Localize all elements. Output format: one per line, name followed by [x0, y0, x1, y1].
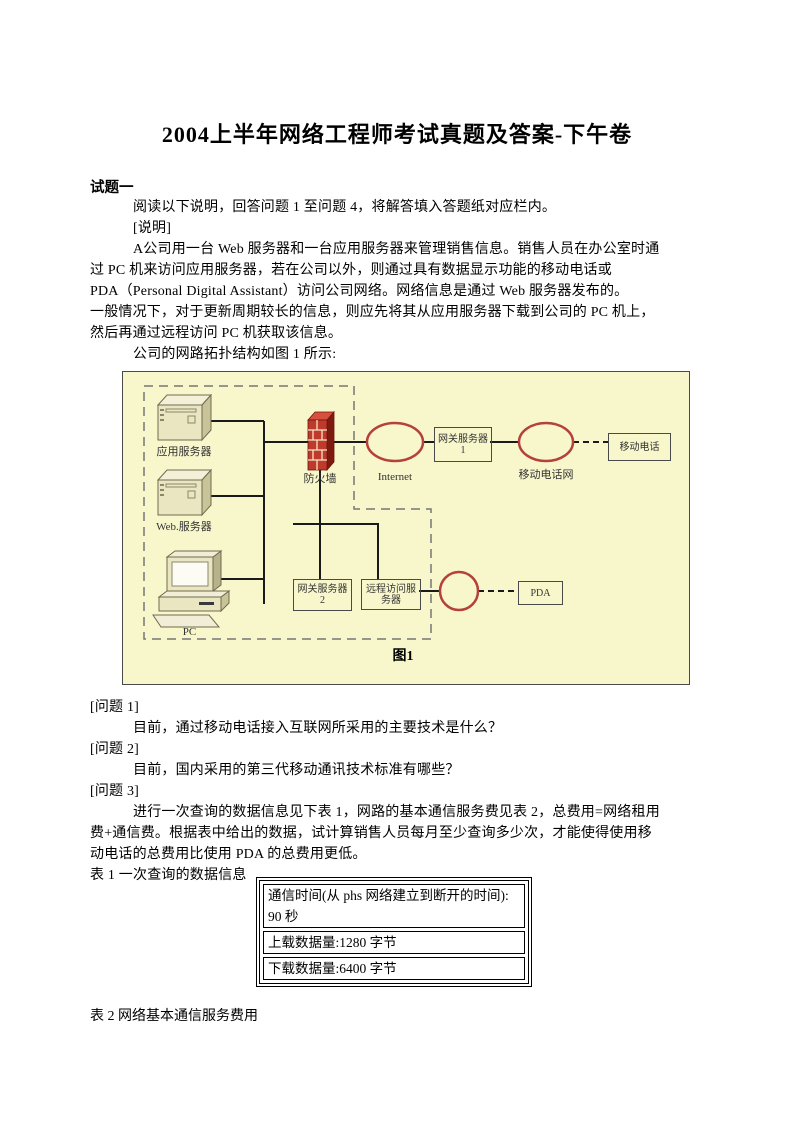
mobile-phone-box: 移动电话 — [608, 433, 671, 461]
web-server-label: Web.服务器 — [156, 521, 212, 533]
remote-access-cloud — [438, 570, 480, 612]
gateway-server-2-label: 网关服务器 — [297, 584, 348, 595]
question-2-text: 目前，国内采用的第三代移动通讯技术标准有哪些？ — [133, 763, 460, 778]
topology-note-line: 公司的网路拓扑结构如图 1 所示: — [133, 347, 337, 362]
mobile-network-cloud — [517, 421, 575, 463]
gateway-server-1-number: 1 — [460, 444, 466, 456]
remote-access-server-label-2: 务器 — [381, 594, 401, 606]
questions-block: [问题 1] 目前，通过移动电话接入互联网所采用的主要技术是什么？ [问题 2]… — [90, 697, 720, 886]
gateway-server-2-number: 2 — [320, 595, 325, 606]
table1-row-communication-time: 通信时间(从 phs 网络建立到断开的时间): 90 秒 — [263, 884, 525, 928]
pda-box: PDA — [518, 581, 563, 605]
app-server-icon — [156, 393, 213, 442]
internet-cloud — [365, 421, 425, 463]
company-boundary-dashed — [143, 385, 432, 640]
page-title: 2004上半年网络工程师考试真题及答案-下午卷 — [161, 122, 633, 147]
pc-icon — [152, 550, 231, 628]
pda-label: PDA — [530, 587, 551, 599]
figure-caption: 图1 — [392, 649, 414, 664]
firewall-icon — [307, 410, 335, 472]
table1: 通信时间(从 phs 网络建立到断开的时间): 90 秒 上载数据量:1280 … — [256, 877, 532, 987]
description-line: A公司用一台 Web 服务器和一台应用服务器来管理销售信息。销售人员在办公室时通 — [133, 242, 660, 257]
network-topology-figure: 网关服务器 1 移动电话 网关服务器 2 远程访问服 务器 PDA 应用服务器 … — [122, 371, 690, 685]
question-3-text-line: 进行一次查询的数据信息见下表 1，网路的基本通信服务费见表 2，总费用=网络租用 — [133, 805, 660, 820]
description-line: PDA（Personal Digital Assistant）访问公司网络。网络… — [90, 284, 629, 299]
internet-label: Internet — [377, 471, 413, 483]
table2-caption: 表 2 网络基本通信服务费用 — [90, 1009, 258, 1024]
intro-paragraphs: 阅读以下说明，回答问题 1 至问题 4，将解答填入答题纸对应栏内。 [说明] A… — [90, 197, 720, 365]
firewall-label: 防火墙 — [303, 473, 337, 485]
pc-label: PC — [182, 626, 197, 638]
gateway-server-2-box: 网关服务器 2 — [293, 579, 352, 611]
table1-row-download-volume: 下载数据量:6400 字节 — [263, 957, 525, 980]
table1-row-upload-volume: 上载数据量:1280 字节 — [263, 931, 525, 954]
table1-caption: 表 1 一次查询的数据信息 — [90, 868, 247, 883]
mobile-phone-label: 移动电话 — [619, 441, 660, 453]
remote-access-server-label-1: 远程访问服 — [366, 583, 416, 595]
app-server-label: 应用服务器 — [156, 446, 212, 458]
note-label: [说明] — [133, 221, 172, 236]
figure-shapes — [143, 385, 608, 640]
section-heading: 试题一 — [90, 180, 134, 196]
intro-line: 阅读以下说明，回答问题 1 至问题 4，将解答填入答题纸对应栏内。 — [133, 200, 557, 215]
question-3-text-line: 动电话的总费用比使用 PDA 的总费用更低。 — [90, 847, 367, 862]
remote-access-server-box: 远程访问服 务器 — [361, 579, 421, 610]
question-3-text-line: 费+通信费。根据表中给出的数据，试计算销售人员每月至少查询多少次，才能使得使用移 — [90, 826, 652, 841]
question-3-label: [问题 3] — [90, 784, 140, 799]
description-line: 一般情况下，对于更新周期较长的信息，则应先将其从应用服务器下载到公司的 PC 机… — [90, 305, 655, 320]
gateway-server-1-label: 网关服务器 — [438, 433, 488, 445]
mobile-network-label: 移动电话网 — [518, 469, 574, 481]
table1-inner-border: 通信时间(从 phs 网络建立到断开的时间): 90 秒 上载数据量:1280 … — [259, 880, 529, 984]
question-1-text: 目前，通过移动电话接入互联网所采用的主要技术是什么？ — [133, 721, 503, 736]
web-server-icon — [156, 468, 213, 517]
description-line: 然后再通过远程访问 PC 机获取该信息。 — [90, 326, 343, 341]
question-2-label: [问题 2] — [90, 742, 140, 757]
gateway-server-1-box: 网关服务器 1 — [434, 427, 492, 462]
question-1-label: [问题 1] — [90, 700, 140, 715]
description-line: 过 PC 机来访问应用服务器，若在公司以外，则通过具有数据显示功能的移动电话或 — [90, 263, 612, 278]
